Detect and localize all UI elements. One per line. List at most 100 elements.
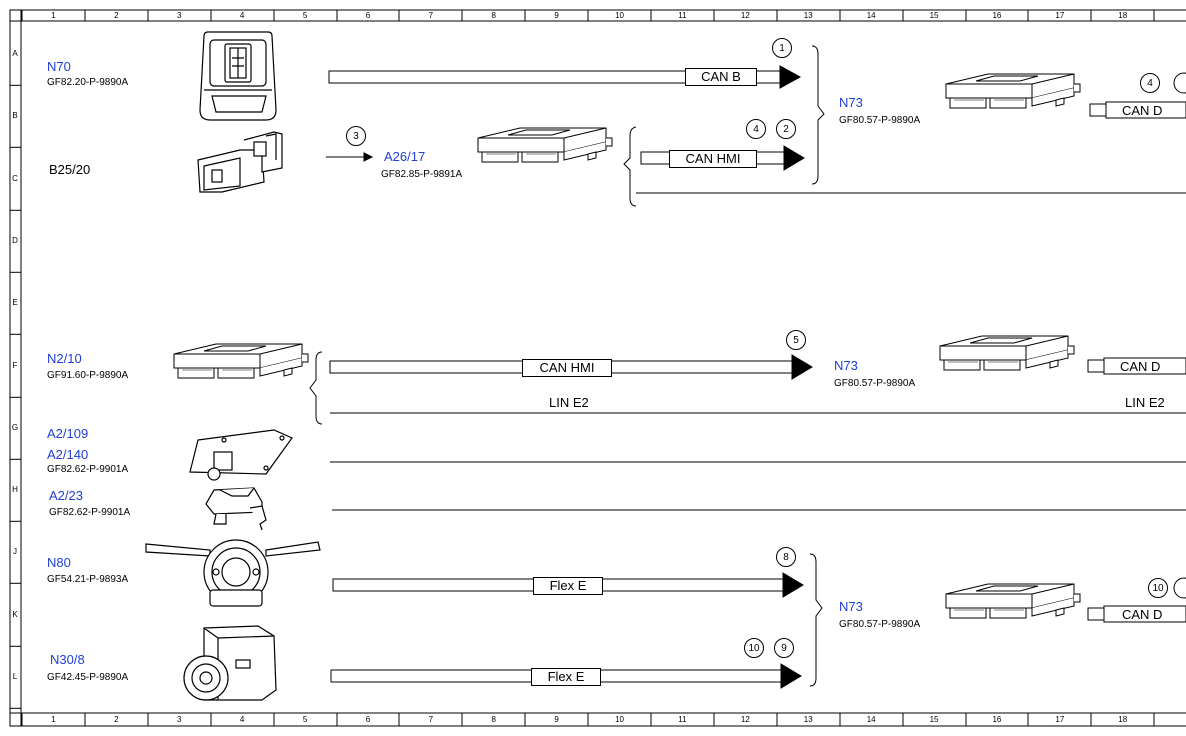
ruler-column-label: 1 xyxy=(51,11,56,20)
n70-part: GF82.20-P-9890A xyxy=(47,77,129,88)
marker-10: 10 xyxy=(744,638,764,658)
ruler-row-label: A xyxy=(12,49,18,59)
ruler-column-label: 8 xyxy=(491,715,496,724)
a2-23-part: GF82.62-P-9901A xyxy=(49,507,131,518)
marker-1: 1 xyxy=(772,38,792,58)
marker-partial-top xyxy=(1173,72,1186,94)
ruler-column-label: 9 xyxy=(554,715,559,724)
ruler-column-label: 5 xyxy=(302,715,308,724)
a26-17-label: A26/17 xyxy=(384,149,426,164)
ruler-row-label: L xyxy=(12,672,18,682)
a26-17-part: GF82.85-P-9891A xyxy=(381,169,463,180)
ruler-column-label: 3 xyxy=(177,715,182,724)
ruler-column-label: 12 xyxy=(740,715,750,724)
ruler-column-label: 12 xyxy=(740,11,750,20)
a2-140-part: GF82.62-P-9901A xyxy=(47,464,129,475)
n2-10-part: GF91.60-P-9890A xyxy=(47,370,129,381)
a2-23-antenna-image xyxy=(205,487,267,531)
n73-top-module-image xyxy=(945,73,1081,109)
n80-steering-module-image xyxy=(145,539,321,607)
a2-109-receiver-image xyxy=(189,429,293,481)
can-hmi-2-arrowhead xyxy=(791,354,813,380)
marker-2: 2 xyxy=(776,119,796,139)
n30-8-esp-image xyxy=(183,625,277,701)
ruler-row-label: B xyxy=(12,111,18,121)
ruler-column-label: 17 xyxy=(1055,11,1065,20)
lin-e2-2-label: LIN E2 xyxy=(1125,395,1165,410)
ruler-column-label: 6 xyxy=(365,715,371,724)
ruler-column-label: 15 xyxy=(929,11,939,20)
ruler-column-label: 18 xyxy=(1118,11,1128,20)
marker-9: 9 xyxy=(774,638,794,658)
flex-e-1-label: Flex E xyxy=(533,577,603,595)
ruler-column-label: 13 xyxy=(803,11,813,20)
n73-bot-module-image xyxy=(945,583,1081,619)
brace-a26 xyxy=(623,126,637,207)
can-d-1-stub xyxy=(1089,103,1107,117)
a26-17-module-image xyxy=(477,127,613,163)
marker-8: 8 xyxy=(776,547,796,567)
can-b-label: CAN B xyxy=(685,68,757,86)
can-hmi-1-arrowhead xyxy=(783,145,805,171)
a2-23-label: A2/23 xyxy=(49,488,83,503)
n73-bot-part: GF80.57-P-9890A xyxy=(839,619,921,630)
marker-3: 3 xyxy=(346,126,366,146)
can-d-2-box xyxy=(1103,357,1186,375)
can-d-1-label: CAN D xyxy=(1122,103,1163,118)
can-b-arrowhead xyxy=(779,65,802,89)
can-hmi-2-label: CAN HMI xyxy=(522,359,612,377)
ruler-column-label: 14 xyxy=(866,11,876,20)
ruler-row-label: H xyxy=(12,485,18,495)
a2-109-label: A2/109 xyxy=(47,426,89,441)
ruler-row-label: F xyxy=(12,361,18,371)
ruler-column-label: 15 xyxy=(929,715,939,724)
marker-4: 4 xyxy=(746,119,766,139)
n2-10-label: N2/10 xyxy=(47,351,82,366)
b25-20-label: B25/20 xyxy=(49,162,91,177)
ruler-row-label: C xyxy=(12,174,18,184)
n80-label: N80 xyxy=(47,555,71,570)
marker-4-top: 4 xyxy=(1140,73,1160,93)
b25-20-sensor-image xyxy=(197,131,283,193)
marker-partial-bot xyxy=(1173,577,1186,599)
ruler-column-label: 16 xyxy=(992,715,1002,724)
n73-mid-label: N73 xyxy=(834,358,858,373)
ruler-column-label: 6 xyxy=(365,11,371,20)
n73-mid-module-image xyxy=(939,335,1075,371)
ruler-column-label: 9 xyxy=(554,11,559,20)
marker-5: 5 xyxy=(786,330,806,350)
n70-panel-image xyxy=(199,31,277,121)
can-d-2-stub xyxy=(1087,359,1105,373)
brace-n73-top xyxy=(811,45,825,185)
brace-n2-10 xyxy=(309,351,323,425)
ruler-row-label: G xyxy=(11,423,19,433)
ruler-column-label: 10 xyxy=(615,11,624,20)
flex-e-2-label: Flex E xyxy=(531,668,601,686)
n73-mid-part: GF80.57-P-9890A xyxy=(834,378,916,389)
ruler-column-label: 5 xyxy=(302,11,308,20)
n73-top-label: N73 xyxy=(839,95,863,110)
can-d-3-stub xyxy=(1087,607,1105,621)
can-hmi-1-label: CAN HMI xyxy=(669,150,757,168)
n73-bot-label: N73 xyxy=(839,599,863,614)
ruler-column-label: 17 xyxy=(1055,715,1065,724)
can-d-3-box xyxy=(1103,605,1186,623)
ruler-column-label: 2 xyxy=(114,715,119,724)
marker-10-right: 10 xyxy=(1148,578,1168,598)
n73-top-part: GF80.57-P-9890A xyxy=(839,115,921,126)
arrow-3-head xyxy=(363,152,374,162)
n70-label: N70 xyxy=(47,59,71,74)
ruler-column-label: 16 xyxy=(992,11,1002,20)
ruler-column-label: 3 xyxy=(177,11,182,20)
ruler-column-label: 2 xyxy=(114,11,119,20)
lin-e2-1-label: LIN E2 xyxy=(549,395,589,410)
ruler-column-label: 4 xyxy=(239,715,245,724)
n80-part: GF54.21-P-9893A xyxy=(47,574,129,585)
can-d-1-box xyxy=(1105,101,1186,119)
ruler-column-label: 1 xyxy=(51,715,56,724)
n30-8-part: GF42.45-P-9890A xyxy=(47,672,129,683)
can-d-2-label: CAN D xyxy=(1120,359,1161,374)
a2-140-label: A2/140 xyxy=(47,447,89,462)
brace-n73-bot xyxy=(809,553,823,687)
ruler-row-label: J xyxy=(13,547,17,557)
